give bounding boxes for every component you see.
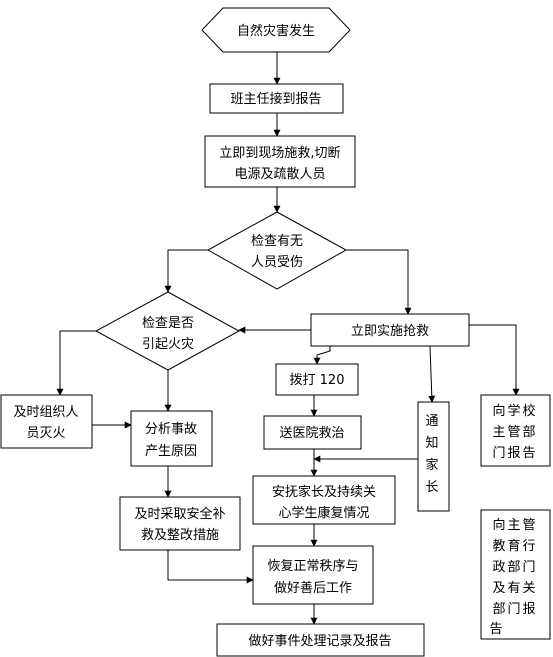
comfort-label-1: 安抚家长及持续关 (272, 484, 376, 500)
notify-parents-char-3: 家 (425, 457, 440, 473)
node-final-record: 做好事件处理记录及报告 (216, 623, 425, 657)
check-fire-label-1: 检查是否 (142, 316, 194, 331)
final-record-label: 做好事件处理记录及报告 (248, 634, 391, 649)
node-analyze: 分析事故 产生原因 (130, 410, 213, 467)
edges (56, 52, 520, 625)
node-report-teacher: 班主任接到报告 (209, 83, 344, 114)
report-edu-label-2: 教育行 (492, 538, 537, 554)
check-injury-label-2: 人员受伤 (251, 255, 303, 270)
edge-fire-to-organize (56, 330, 96, 396)
edge-rescue-to-school (469, 324, 520, 396)
check-fire-label-2: 引起火灾 (142, 336, 194, 352)
analyze-label-1: 分析事故 (145, 422, 197, 437)
node-safety-measures: 及时采取安全补 救及整改措施 (119, 496, 241, 551)
report-edu-label-5: 部门报 (492, 602, 537, 617)
check-injury-label-1: 检查有无 (251, 234, 303, 249)
report-edu-label-3: 政部门 (492, 560, 537, 575)
node-start: 自然灾害发生 (201, 7, 351, 53)
node-rescue: 立即到现场施救,切断 电源及疏散人员 (204, 135, 356, 188)
rescue-label-1: 立即到现场施救,切断 (219, 145, 340, 161)
edge-injury-to-immediate-rescue (346, 249, 412, 315)
report-school-label-3: 门报告 (492, 446, 537, 461)
node-call-120: 拨打 120 (275, 363, 359, 396)
safety-measures-label-1: 及时采取安全补 (134, 506, 225, 522)
edge-rescue-to-call-120 (313, 346, 331, 365)
restore-label-1: 恢复正常秩序与 (267, 559, 358, 574)
notify-parents-char-2: 知 (425, 435, 440, 451)
node-hospital: 送医院救治 (263, 415, 362, 450)
report-school-label-2: 主管部 (492, 425, 537, 440)
report-edu-label-1: 向主管 (492, 517, 537, 533)
report-teacher-label: 班主任接到报告 (230, 91, 321, 107)
report-school-label-1: 向学校 (492, 403, 537, 419)
node-check-injury: 检查有无 人员受伤 (206, 211, 348, 290)
node-immediate-rescue: 立即实施抢救 (310, 313, 470, 347)
edge-measures-to-restore (167, 550, 254, 584)
edge-rescue-to-notify (428, 345, 436, 403)
rescue-label-2: 电源及疏散人员 (234, 167, 325, 182)
call-120-label: 拨打 120 (290, 373, 345, 388)
organize-fire-label-2: 员灭火 (26, 426, 65, 441)
node-check-fire: 检查是否 引起火灾 (94, 291, 241, 371)
report-edu-label-4: 及有关 (492, 581, 537, 596)
edge-injury-to-fire (164, 249, 208, 293)
notify-parents-char-1: 通 (425, 414, 440, 429)
node-report-edu: 向主管 教育行 政部门 及有关 部门报 告 (480, 509, 551, 640)
immediate-rescue-label: 立即实施抢救 (351, 323, 429, 339)
node-report-school: 向学校 主管部 门报告 (480, 394, 551, 467)
organize-fire-label-1: 及时组织人 (13, 405, 78, 420)
node-notify-parents: 通 知 家 长 (417, 401, 450, 512)
start-label: 自然灾害发生 (237, 23, 315, 39)
analyze-label-2: 产生原因 (145, 444, 197, 459)
notify-parents-char-4: 长 (425, 480, 440, 495)
node-organize-fire: 及时组织人 员灭火 (0, 394, 93, 449)
restore-label-2: 做好善后工作 (274, 580, 352, 596)
node-comfort: 安抚家长及持续关 心学生康复情况 (252, 475, 396, 525)
comfort-label-2: 心学生康复情况 (278, 505, 369, 521)
node-restore: 恢复正常秩序与 做好善后工作 (252, 545, 374, 605)
report-edu-label-6: 告 (489, 622, 504, 637)
safety-measures-label-2: 救及整改措施 (141, 527, 219, 543)
hospital-label: 送医院救治 (279, 425, 344, 441)
